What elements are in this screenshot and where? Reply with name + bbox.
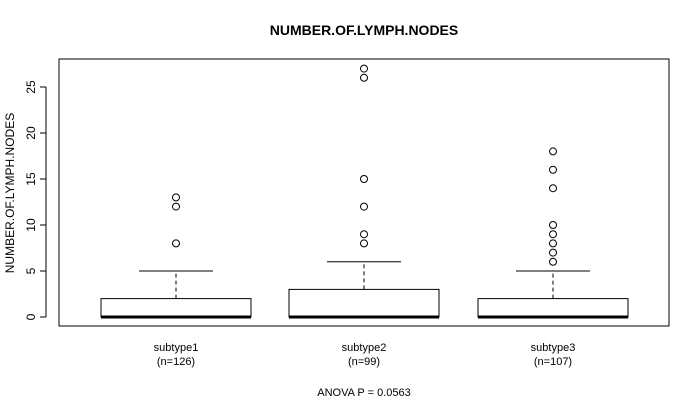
category-label: subtype3: [531, 342, 576, 354]
category-n-label: (n=126): [157, 356, 195, 368]
y-axis: 0 5 10 15 20 25: [24, 80, 47, 320]
outlier-point: [549, 147, 557, 156]
category-n-label: (n=107): [534, 356, 572, 368]
outlier-point: [172, 202, 180, 211]
iqr-box: [477, 298, 629, 318]
box-subtype2: [288, 64, 440, 319]
iqr-box: [100, 298, 252, 318]
category-label: subtype2: [342, 342, 387, 354]
y-axis-label: NUMBER.OF.LYMPH.NODES: [3, 113, 17, 273]
box-subtype1: [100, 193, 252, 319]
outlier-point: [172, 193, 180, 202]
outlier-point: [360, 73, 368, 82]
outlier-point: [549, 257, 557, 266]
y-tick-label: 5: [24, 267, 38, 274]
outlier-point: [549, 248, 557, 257]
outlier-point: [360, 202, 368, 211]
chart-title: NUMBER.OF.LYMPH.NODES: [270, 22, 459, 38]
y-tick-label: 15: [24, 172, 38, 186]
outlier-point: [360, 230, 368, 239]
box-subtype3: [477, 147, 629, 319]
y-tick-label: 10: [24, 218, 38, 232]
category-labels: subtype1 (n=126) subtype2 (n=99) subtype3 (n=…: [154, 342, 576, 368]
outlier-point: [360, 64, 368, 73]
outlier-point: [360, 175, 368, 183]
outlier-point: [549, 239, 557, 248]
y-tick-label: 0: [24, 313, 38, 320]
category-n-label: (n=99): [348, 356, 380, 368]
y-tick-label: 20: [24, 126, 38, 140]
category-label: subtype1: [154, 342, 199, 354]
outlier-point: [549, 230, 557, 239]
outlier-point: [360, 239, 368, 248]
plot-frame: [58, 58, 670, 327]
iqr-box: [288, 288, 440, 318]
y-tick-label: 25: [24, 80, 38, 94]
outlier-point: [549, 184, 557, 193]
outlier-point: [172, 239, 180, 248]
anova-p-value: ANOVA P = 0.0563: [317, 387, 410, 399]
boxes-group: [100, 64, 629, 319]
outlier-point: [549, 221, 557, 229]
outlier-point: [549, 165, 557, 174]
